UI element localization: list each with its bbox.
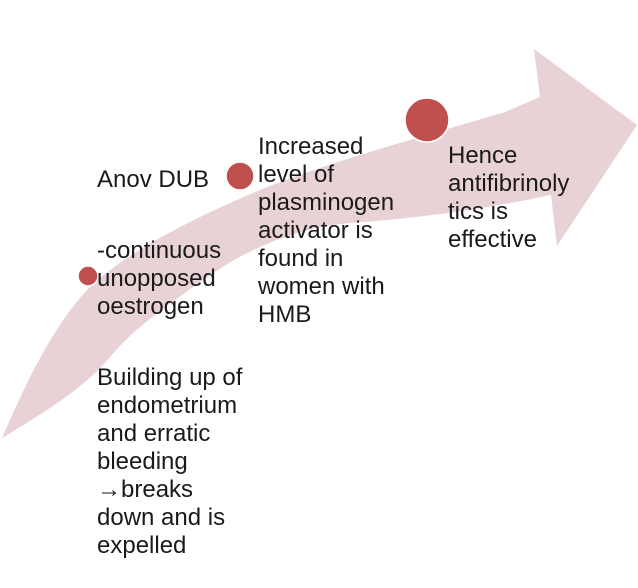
plasminogen-text-block: Increased level of plasminogen activator… — [258, 105, 394, 357]
anov-dub-text-block: Anov DUB -continuous unopposed oestrogen… — [97, 138, 242, 588]
milestone-dot-large — [404, 97, 450, 143]
conclusion-text-block: Hence antifibrinoly tics is effective — [448, 114, 569, 282]
anov-dub-process: Building up of endometrium and erratic b… — [97, 364, 243, 559]
growth-arrow-shape — [2, 49, 637, 438]
slide-canvas: Anov DUB -continuous unopposed oestrogen… — [2, 49, 637, 559]
conclusion-text: Hence antifibrinoly tics is effective — [448, 142, 570, 253]
anov-dub-title: Anov DUB — [97, 166, 210, 193]
anov-dub-cause: -continuous unopposed oestrogen — [97, 237, 222, 320]
arrow-diagram-layer — [2, 49, 637, 438]
plasminogen-text: Increased level of plasminogen activator… — [258, 133, 395, 328]
milestone-dot-medium — [225, 161, 255, 191]
milestone-dot-small — [77, 265, 99, 287]
